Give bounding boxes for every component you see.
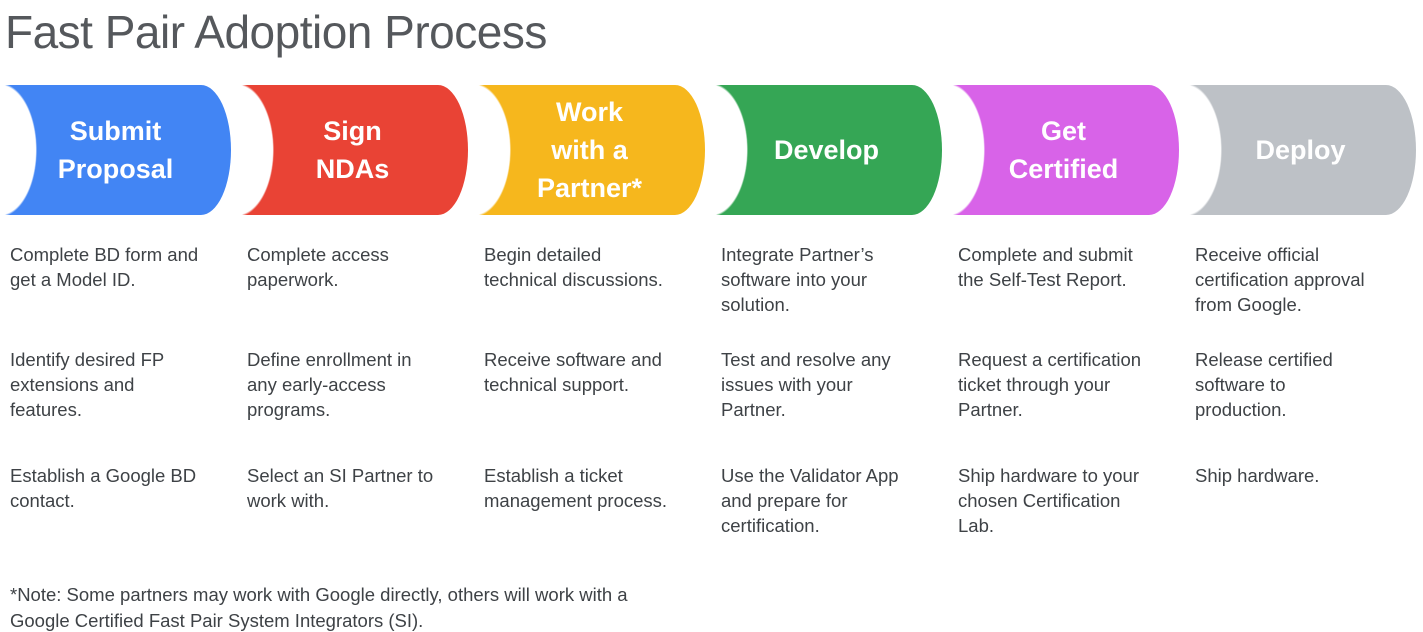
stage-label: Submit Proposal <box>57 116 174 184</box>
stage-label: Get Certified <box>1008 116 1119 184</box>
process-stage-band: Submit Proposal Sign NDAs Work with a Pa… <box>0 85 1423 215</box>
stage-detail-work-with-a-partner-1: Begin detailed technical discussions. <box>484 244 663 290</box>
stage-detail-sign-ndas-2: Define enrollment in any early-access pr… <box>247 349 412 420</box>
stage-chip-get-certified: Get Certified <box>948 85 1179 215</box>
stage-label: Sign NDAs <box>315 116 390 184</box>
stage-detail-sign-ndas-1: Complete access paperwork. <box>247 244 389 290</box>
stage-details-grid: Complete BD form and get a Model ID. Com… <box>0 242 1423 578</box>
stage-detail-work-with-a-partner-2: Receive software and technical support. <box>484 349 662 395</box>
footnote: *Note: Some partners may work with Googl… <box>10 584 628 631</box>
stage-detail-get-certified-3: Ship hardware to your chosen Certificati… <box>958 465 1139 536</box>
stage-detail-get-certified-2: Request a certification ticket through y… <box>958 349 1142 420</box>
stage-label: Deploy <box>1255 135 1346 165</box>
stage-chip-deploy: Deploy <box>1185 85 1416 215</box>
stage-label: Work with a Partner* <box>536 97 643 203</box>
stage-chip-work-with-a-partner: Work with a Partner* <box>474 85 705 215</box>
stage-chip-submit-proposal: Submit Proposal <box>0 85 231 215</box>
stage-detail-submit-proposal-1: Complete BD form and get a Model ID. <box>10 244 199 290</box>
stage-label: Develop <box>773 135 880 165</box>
stage-detail-deploy-2: Release certified software to production… <box>1195 349 1333 420</box>
stage-chip-develop: Develop <box>711 85 942 215</box>
stage-detail-work-with-a-partner-3: Establish a ticket management process. <box>484 465 668 511</box>
stage-detail-submit-proposal-3: Establish a Google BD contact. <box>10 465 197 511</box>
stage-detail-submit-proposal-2: Identify desired FP extensions and featu… <box>10 349 165 420</box>
stage-detail-develop-3: Use the Validator App and prepare for ce… <box>721 465 899 536</box>
stage-detail-deploy-1: Receive official certification approval … <box>1195 244 1365 315</box>
stage-detail-deploy-3: Ship hardware. <box>1195 465 1320 486</box>
stage-detail-sign-ndas-3: Select an SI Partner to work with. <box>247 465 434 511</box>
stage-detail-get-certified-1: Complete and submit the Self-Test Report… <box>958 244 1133 290</box>
stage-detail-develop-1: Integrate Partner’s software into your s… <box>721 244 874 315</box>
page-title: Fast Pair Adoption Process <box>5 6 547 58</box>
stage-chip-sign-ndas: Sign NDAs <box>237 85 468 215</box>
stage-detail-develop-2: Test and resolve any issues with your Pa… <box>721 349 891 420</box>
